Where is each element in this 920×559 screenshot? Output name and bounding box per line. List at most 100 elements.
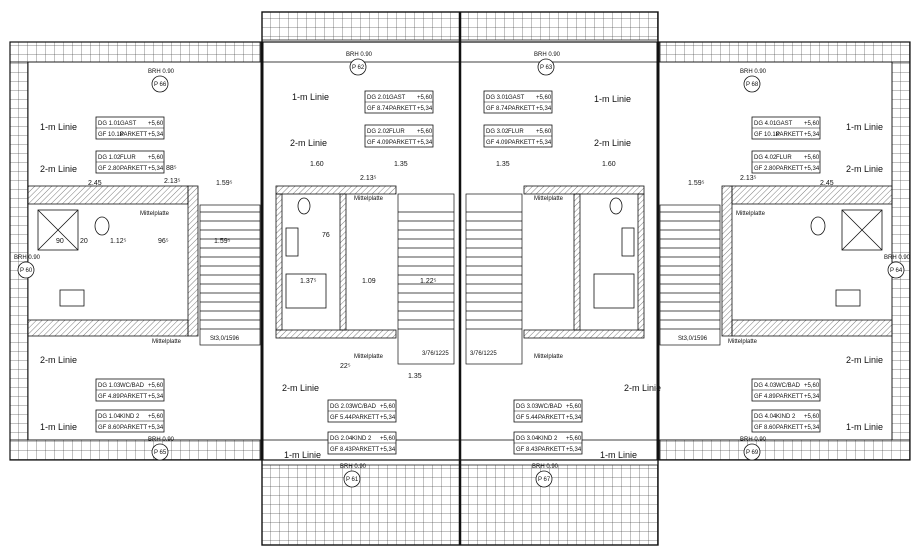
floor-finish: PARKETT (120, 132, 148, 138)
floor-finish: PARKETT (508, 106, 536, 112)
dimension-label: 76 (322, 232, 330, 239)
room-area: GF 8.74 (486, 106, 508, 112)
line-label-2m: 2-m Linie (40, 355, 77, 365)
line-label-2m: 2-m Linie (594, 138, 631, 148)
window-tag-circle (349, 58, 367, 76)
dimension-label: 2.13⁵ (360, 175, 377, 182)
room-number: DG 4.01 (754, 121, 777, 127)
room-area: GF 8.74 (367, 106, 389, 112)
line-label-1m: 1-m Linie (284, 450, 321, 460)
level-value: +5,34 (380, 415, 396, 421)
level-value: +5,34 (536, 106, 552, 112)
window-tag: P 62 (352, 65, 365, 71)
window-sill-height: BRH 0.90 (340, 464, 367, 470)
room-number: DG 4.02 (754, 155, 777, 161)
room-name: WC/BAD (538, 404, 563, 410)
room-name: FLUR (120, 155, 136, 161)
dimension-label: 20 (80, 238, 88, 245)
dimension-label: 1.60 (310, 161, 324, 168)
floor-finish: PARKETT (389, 140, 417, 146)
room-name: FLUR (508, 129, 524, 135)
level-value: +5,34 (566, 415, 582, 421)
floor-finish: PARKETT (120, 394, 148, 400)
level-value: +5,34 (148, 394, 164, 400)
level-value: +5,60 (566, 404, 582, 410)
level-value: +5,60 (417, 129, 433, 135)
room-number: DG 1.01 (98, 121, 121, 127)
window-sill-height: BRH 0.90 (14, 255, 41, 261)
level-value: +5,34 (804, 132, 820, 138)
line-label-2m: 2-m Linie (624, 383, 661, 393)
level-value: +5,34 (380, 447, 396, 453)
mittelplatte-label: Mittelplatte (354, 354, 384, 360)
level-value: +5,60 (536, 129, 552, 135)
floor-finish: PARKETT (538, 447, 566, 453)
level-value: +5,34 (148, 425, 164, 431)
floor-finish: PARKETT (352, 447, 380, 453)
room-number: DG 1.02 (98, 155, 121, 161)
floor-finish: PARKETT (538, 415, 566, 421)
window-tag: P 61 (346, 477, 359, 483)
line-label-2m: 2-m Linie (846, 355, 883, 365)
room-number: DG 2.04 (330, 436, 353, 442)
level-value: +5,34 (804, 166, 820, 172)
level-value: +5,34 (148, 166, 164, 172)
floor-finish: PARKETT (120, 166, 148, 172)
room-area: GF 4.89 (754, 394, 776, 400)
room-name: WC/BAD (120, 383, 145, 389)
room-name: GAST (508, 95, 525, 101)
level-value: +5,60 (148, 414, 164, 420)
mittelplatte-label: Mittelplatte (728, 339, 758, 345)
room-area: GF 4.09 (367, 140, 389, 146)
dimension-label: 1.59⁵ (214, 238, 231, 245)
height-line-labels: 1-m Linie 2-m Linie 2-m Linie 1-m Linie … (40, 92, 883, 460)
room-name: WC/BAD (776, 383, 801, 389)
room-name: GAST (776, 121, 793, 127)
window-tag-circle (17, 261, 35, 279)
room-name: FLUR (389, 129, 405, 135)
dimension-label: 90 (56, 238, 64, 245)
line-label-1m: 1-m Linie (40, 122, 77, 132)
room-area: GF 4.89 (98, 394, 120, 400)
line-label-2m: 2-m Linie (40, 164, 77, 174)
dimension-label: 1.59⁵ (688, 180, 705, 187)
window-sill-height: BRH 0.90 (346, 52, 373, 58)
level-value: +5,34 (566, 447, 582, 453)
dimension-label: 96⁵ (158, 238, 169, 245)
room-name: GAST (120, 121, 137, 127)
room-name: GAST (389, 95, 406, 101)
level-value: +5,60 (417, 95, 433, 101)
level-value: +5,60 (148, 383, 164, 389)
level-value: +5,34 (536, 140, 552, 146)
dimension-label: 2.45 (820, 180, 834, 187)
dimension-label: 1.35 (394, 161, 408, 168)
room-number: DG 3.03 (516, 404, 539, 410)
window-sill-height: BRH 0.90 (148, 69, 175, 75)
room-area: GF 4.09 (486, 140, 508, 146)
stair-code: 3/76/1225 (422, 351, 449, 357)
line-label-1m: 1-m Linie (600, 450, 637, 460)
stair-code: St3,0/1596 (678, 336, 708, 342)
room-number: DG 2.03 (330, 404, 353, 410)
dimension-label: 2.13⁵ (740, 175, 757, 182)
room-area: GF 5.44 (330, 415, 352, 421)
window-sill-height: BRH 0.90 (740, 69, 767, 75)
room-number: DG 3.01 (486, 95, 509, 101)
floor-finish: PARKETT (352, 415, 380, 421)
dimension-label: 1.35 (496, 161, 510, 168)
window-tag-circle (151, 75, 169, 93)
